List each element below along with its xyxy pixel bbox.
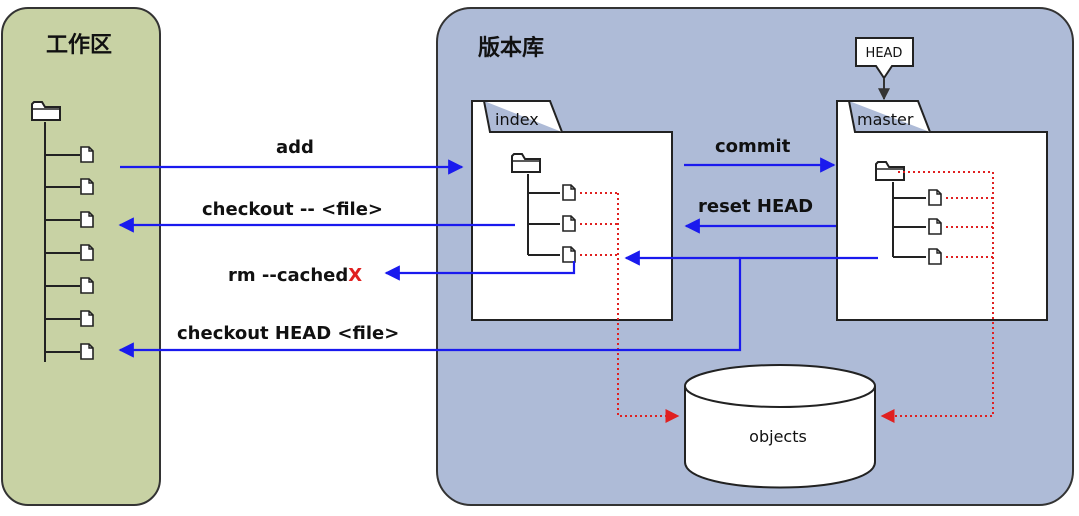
- workspace-file-icon: [80, 277, 94, 294]
- master-file-icon: [928, 189, 942, 206]
- master-file-icon: [928, 248, 942, 265]
- index-card: index: [471, 100, 673, 321]
- rm-cached-mark: X: [348, 265, 363, 286]
- workspace-file-icon: [80, 178, 94, 195]
- head-label: HEAD: [866, 46, 903, 61]
- objects-db: objects: [684, 364, 876, 489]
- repository-title: 版本库: [478, 36, 545, 61]
- checkout-head-file-label: checkout HEAD <file>: [177, 323, 400, 344]
- rm-cached-label: rm --cachedX: [228, 265, 362, 287]
- workspace-file-icon: [80, 244, 94, 261]
- index-label: index: [495, 110, 539, 129]
- workspace-file-icon: [80, 310, 94, 327]
- commit-label: commit: [715, 136, 791, 157]
- rm-cached-text: rm --cached: [228, 265, 349, 286]
- index-file-icon: [562, 215, 576, 232]
- rm-cached-arrow: [384, 261, 576, 281]
- command-arrows: [118, 157, 878, 358]
- master-card: master: [836, 100, 1048, 321]
- add-label: add: [276, 137, 314, 158]
- workspace-file-icon: [80, 146, 94, 163]
- index-file-icon: [562, 184, 576, 201]
- head-pointer: HEAD: [855, 37, 914, 101]
- workspace-panel: [1, 7, 161, 506]
- object-links: [580, 171, 994, 423]
- index-file-icon: [562, 246, 576, 263]
- checkout-head-arrow: [118, 256, 878, 358]
- workspace-file-icon: [80, 343, 94, 360]
- master-label: master: [857, 110, 914, 129]
- checkout-file-label: checkout -- <file>: [202, 199, 383, 220]
- master-file-icon: [928, 218, 942, 235]
- workspace-file-icon: [80, 211, 94, 228]
- workspace-tree-branches: [45, 154, 80, 353]
- objects-label: objects: [749, 427, 807, 446]
- reset-head-label: reset HEAD: [698, 196, 814, 217]
- workspace-title: 工作区: [46, 33, 113, 58]
